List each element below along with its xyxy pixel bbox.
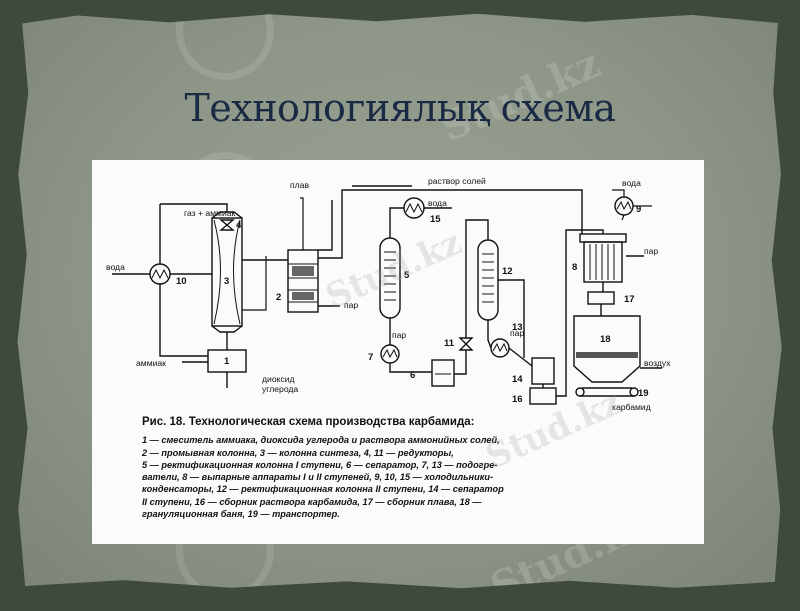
separator-6 bbox=[431, 359, 455, 387]
separator-14 bbox=[531, 357, 555, 385]
reducer-4 bbox=[219, 219, 235, 231]
rect-column-12 bbox=[477, 239, 499, 321]
cooler-15 bbox=[403, 197, 425, 219]
num-16: 16 bbox=[512, 394, 523, 405]
heater-7 bbox=[380, 344, 400, 364]
melt-collector-17 bbox=[587, 291, 615, 305]
label-plav: плав bbox=[290, 180, 309, 190]
num-3: 3 bbox=[224, 276, 229, 287]
cooler-10 bbox=[149, 263, 171, 285]
figure-title: Технологическая схема производства карба… bbox=[188, 416, 475, 428]
column-3-inner bbox=[213, 219, 241, 325]
label-voda-9: вода bbox=[622, 178, 641, 188]
pipe-5-7-6 bbox=[389, 318, 432, 373]
watermark-logo bbox=[176, 13, 274, 80]
num-14: 14 bbox=[512, 374, 523, 385]
num-1: 1 bbox=[224, 356, 230, 367]
label-par-13: пар bbox=[510, 328, 524, 338]
label-voda-15: вода bbox=[428, 198, 447, 208]
num-7: 7 bbox=[368, 352, 373, 363]
pipe-12-13-14 bbox=[487, 320, 533, 367]
caption-line: 2 — промывная колонна, 3 — колонна синте… bbox=[142, 447, 454, 458]
process-diagram: плав раствор солей вода вода газ + аммиа… bbox=[92, 160, 704, 544]
flow-scheme: плав раствор солей вода вода газ + аммиа… bbox=[106, 176, 671, 412]
label-ammiak: аммиак bbox=[136, 358, 166, 368]
num-11: 11 bbox=[444, 338, 455, 349]
figure-number: Рис. 18. bbox=[142, 416, 186, 428]
cooler-10-coil bbox=[151, 268, 169, 280]
num-17: 17 bbox=[624, 294, 635, 305]
caption-line: 5 — ректификационная колонна I ступени, … bbox=[142, 459, 498, 470]
label-dioksid: диоксид bbox=[262, 374, 295, 384]
label-gaz-ammiak: газ + аммиак bbox=[184, 208, 236, 218]
caption-title: Рис. 18. Технологическая схема производс… bbox=[142, 416, 702, 428]
num-15: 15 bbox=[430, 214, 441, 225]
num-5: 5 bbox=[404, 270, 410, 281]
num-18: 18 bbox=[600, 334, 611, 345]
pipe-plav bbox=[318, 200, 333, 251]
caption-line: конденсаторы, 12 — ректификационная коло… bbox=[142, 484, 504, 495]
num-4: 4 bbox=[236, 220, 242, 231]
collector-16 bbox=[529, 387, 557, 405]
label-rastvor-soley: раствор солей bbox=[428, 176, 486, 186]
pipe-12-side bbox=[498, 279, 525, 358]
label-par-7: пар bbox=[392, 330, 406, 340]
figure-caption: Рис. 18. Технологическая схема производс… bbox=[142, 416, 702, 520]
pipe-5-15 bbox=[389, 207, 452, 238]
cooler-9 bbox=[614, 196, 634, 216]
num-19: 19 bbox=[638, 388, 649, 399]
num-2: 2 bbox=[276, 292, 281, 303]
caption-line: II ступени, 16 — сборник раствора карбам… bbox=[142, 496, 482, 507]
label-voda-10: вода bbox=[106, 262, 125, 272]
caption-line: ватели, 8 — выпарные аппараты I и II сту… bbox=[142, 472, 494, 483]
caption-line: грануляционная баня, 19 — транспортер. bbox=[142, 509, 340, 520]
num-13: 13 bbox=[512, 322, 523, 333]
label-par-2: пар bbox=[344, 300, 358, 310]
pipe-top-header bbox=[318, 189, 583, 259]
pipe-left-loop bbox=[159, 203, 228, 357]
caption-line: 1 — смеситель аммиака, диоксида углерода… bbox=[142, 435, 500, 446]
num-12: 12 bbox=[502, 266, 513, 277]
num-10: 10 bbox=[176, 276, 187, 287]
heater-13 bbox=[490, 338, 510, 358]
granulation-bath-18 bbox=[573, 315, 641, 383]
pipe-16-8 bbox=[556, 229, 604, 397]
num-6: 6 bbox=[410, 370, 415, 381]
label-par-8: пар bbox=[644, 246, 658, 256]
pipe-8-17-18 bbox=[600, 282, 604, 316]
label-ugleroda: углерода bbox=[262, 384, 298, 394]
num-9: 9 bbox=[636, 204, 641, 215]
wash-column-2 bbox=[287, 249, 319, 313]
label-vozduh: воздух bbox=[644, 358, 671, 368]
pipe-6-11-12 bbox=[454, 219, 489, 375]
label-karbamid: карбамид bbox=[612, 402, 651, 412]
num-8: 8 bbox=[572, 262, 577, 273]
synthesis-column-3 bbox=[211, 217, 243, 327]
reducer-11 bbox=[458, 337, 474, 351]
slide-title: Технологиялық схема bbox=[184, 86, 616, 130]
